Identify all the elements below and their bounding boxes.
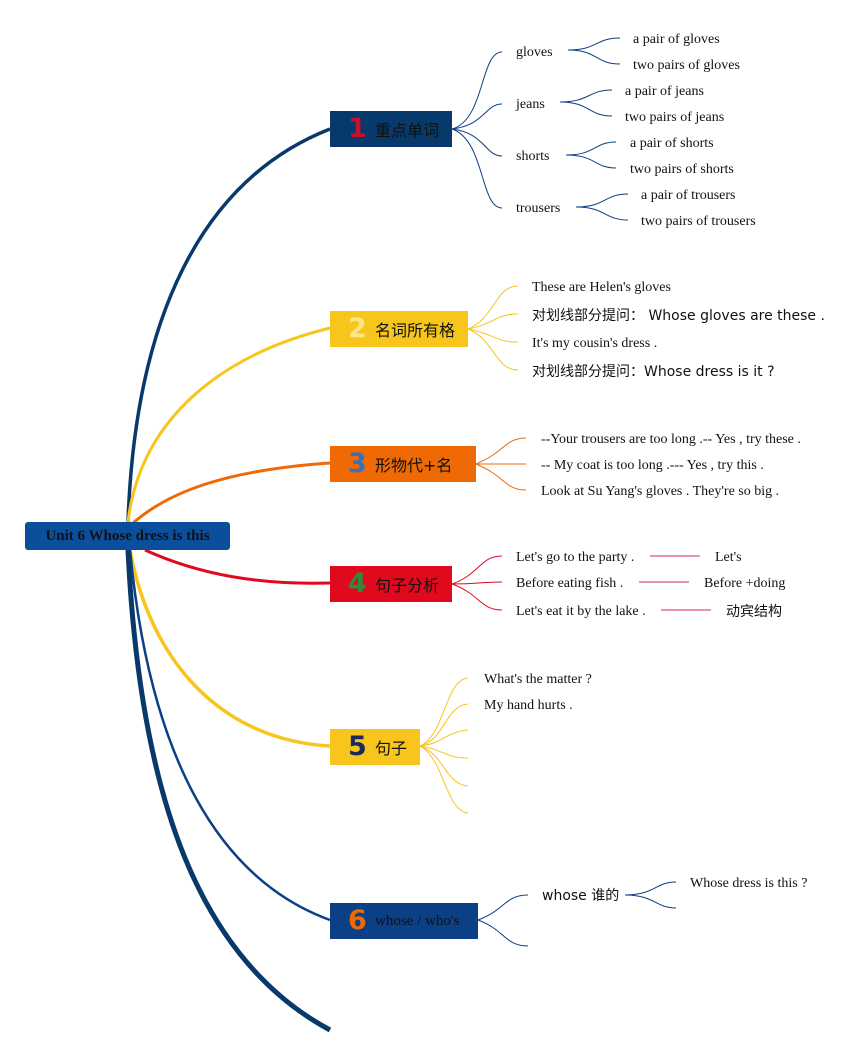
form-jeans-1[interactable]: a pair of jeans	[625, 84, 704, 99]
connector-root-b3	[131, 461, 331, 526]
branch-4-note-1[interactable]: Let's	[715, 550, 742, 565]
branch-2-line-2[interactable]: 对划线部分提问： Whose gloves are these .	[532, 308, 825, 324]
connector-root-b2	[126, 326, 331, 523]
branch-2-line-3[interactable]: It's my cousin's dress .	[532, 336, 658, 351]
branch-6-example[interactable]: Whose dress is this ?	[690, 876, 808, 891]
form-shorts-2[interactable]: two pairs of shorts	[630, 162, 734, 177]
form-gloves-1[interactable]: a pair of gloves	[633, 32, 720, 47]
branch-4-sentence-3[interactable]: Let's eat it by the lake .	[516, 604, 646, 619]
branch-1-topic[interactable]: 1 重点单词	[330, 111, 452, 147]
connectors-branch-6	[477, 881, 677, 947]
branch-5-number: 5	[348, 731, 367, 762]
form-shorts-1[interactable]: a pair of shorts	[630, 136, 714, 151]
word-gloves[interactable]: gloves	[516, 45, 553, 60]
root-topic[interactable]: Unit 6 Whose dress is this	[25, 522, 230, 550]
word-trousers[interactable]: trousers	[516, 201, 561, 216]
form-jeans-2[interactable]: two pairs of jeans	[625, 110, 725, 125]
arrows-branch-4	[639, 555, 711, 611]
form-trousers-1[interactable]: a pair of trousers	[641, 188, 736, 203]
branch-5-topic[interactable]: 5 句子	[330, 729, 420, 765]
branch-2-topic[interactable]: 2 名词所有格	[330, 311, 468, 347]
connector-root-b5	[128, 549, 331, 748]
branch-3-line-1[interactable]: --Your trousers are too long .-- Yes , t…	[541, 432, 801, 447]
branch-2-line-1[interactable]: These are Helen's gloves	[532, 280, 671, 295]
branch-6-sub[interactable]: whose 谁的	[542, 888, 620, 904]
branch-4-sentence-1[interactable]: Let's go to the party .	[516, 550, 635, 565]
connectors-branch-4	[451, 555, 503, 611]
branch-2-number: 2	[348, 313, 367, 344]
word-shorts[interactable]: shorts	[516, 149, 550, 164]
branch-3-label: 形物代+名	[375, 456, 453, 475]
branch-5-line-1[interactable]: What's the matter ?	[484, 672, 592, 687]
branch-3-number: 3	[348, 448, 367, 479]
connectors-branch-2	[467, 285, 519, 371]
branch-3-topic[interactable]: 3 形物代+名	[330, 446, 476, 482]
connectors-branch-3	[475, 437, 527, 491]
branch-4-note-2[interactable]: Before +doing	[704, 576, 786, 591]
branch-1-label: 重点单词	[375, 121, 440, 140]
connector-root-b4	[144, 548, 331, 585]
branch-4-topic[interactable]: 4 句子分析	[330, 566, 452, 602]
connectors-branch-1	[451, 37, 629, 221]
branch-4-sentence-2[interactable]: Before eating fish .	[516, 576, 624, 591]
form-gloves-2[interactable]: two pairs of gloves	[633, 58, 740, 73]
connector-root-b1	[126, 127, 331, 523]
branch-1-number: 1	[348, 113, 367, 144]
branch-4-number: 4	[348, 568, 367, 599]
branch-6-topic[interactable]: 6 whose / who's	[330, 903, 478, 939]
connector-root-b6	[128, 549, 331, 922]
branch-2-line-4[interactable]: 对划线部分提问：Whose dress is it ?	[532, 364, 775, 380]
word-jeans[interactable]: jeans	[516, 97, 545, 112]
connector-root-tail	[125, 549, 332, 1033]
branch-6-number: 6	[348, 905, 367, 936]
branch-5-label: 句子	[375, 739, 408, 758]
form-trousers-2[interactable]: two pairs of trousers	[641, 214, 756, 229]
branch-3-line-2[interactable]: -- My coat is too long .--- Yes , try th…	[541, 458, 764, 473]
branch-4-note-3[interactable]: 动宾结构	[726, 604, 782, 620]
branch-4-label: 句子分析	[375, 576, 440, 595]
branch-3-line-3[interactable]: Look at Su Yang's gloves . They're so bi…	[541, 484, 780, 499]
branch-2-label: 名词所有格	[375, 321, 456, 340]
connectors-branch-5	[419, 677, 469, 814]
branch-6-label: whose / who's	[375, 912, 460, 929]
branch-5-line-2[interactable]: My hand hurts .	[484, 698, 573, 713]
